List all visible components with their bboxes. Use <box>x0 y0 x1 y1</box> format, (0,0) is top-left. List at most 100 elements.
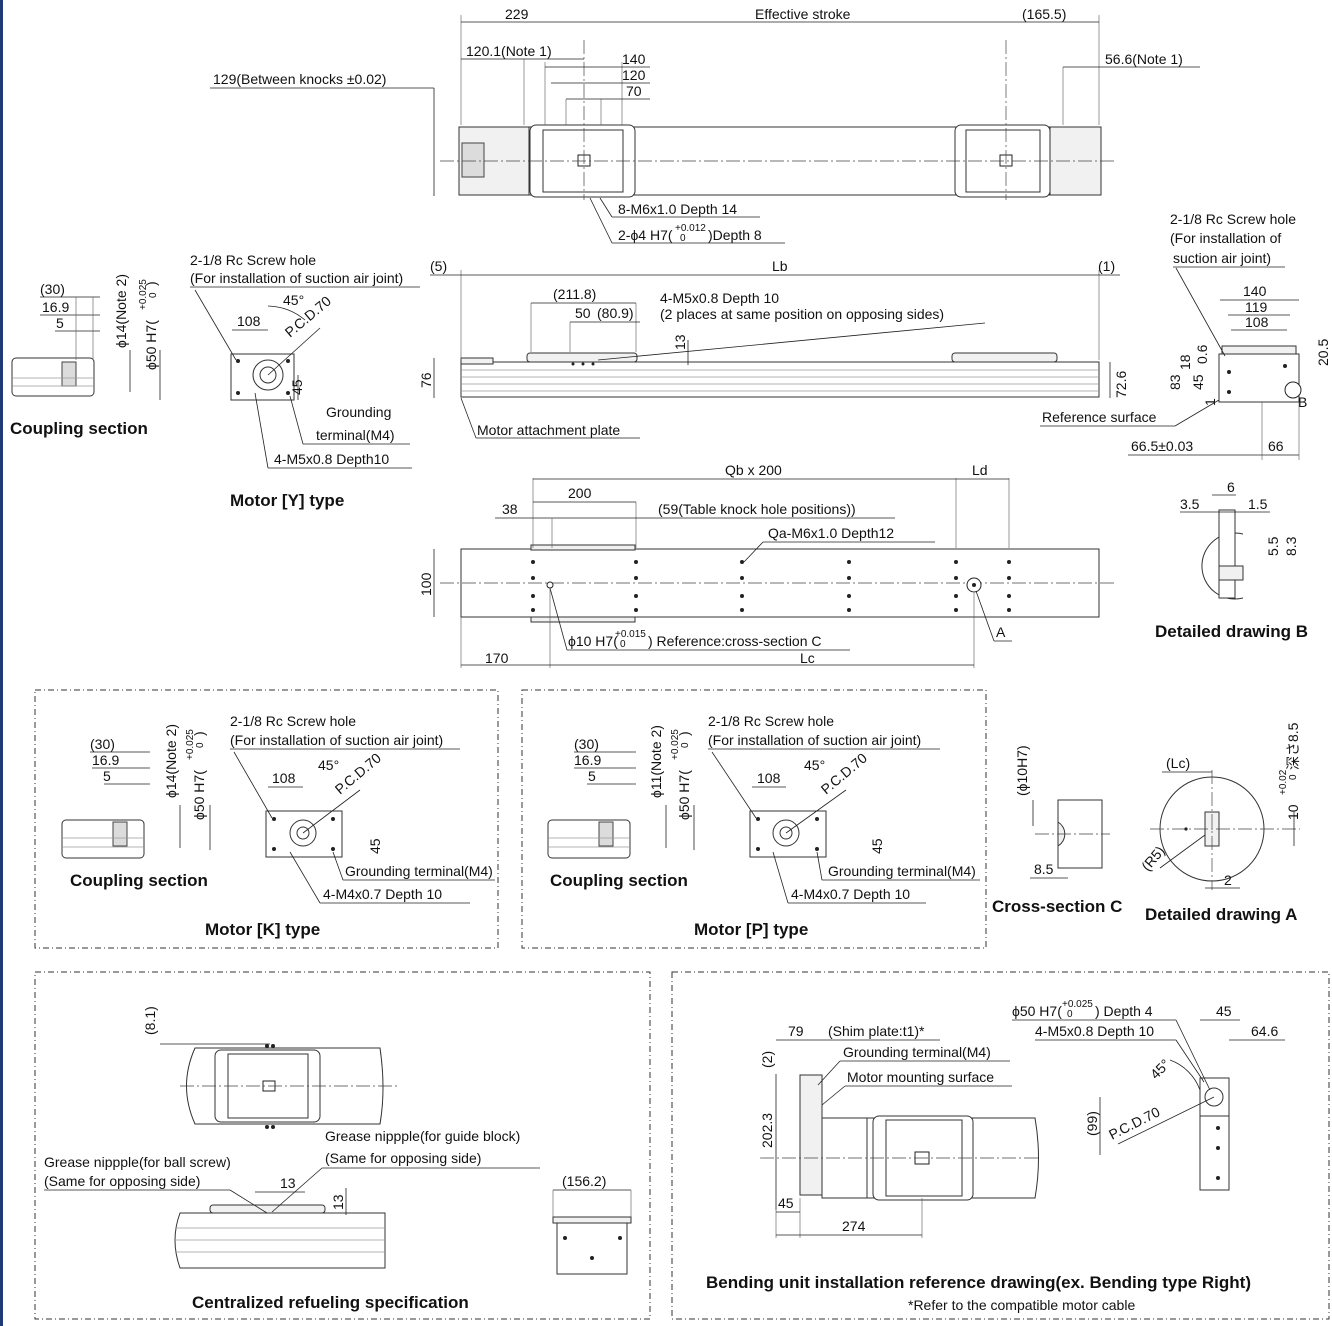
coupling-y: (30) 16.9 5 ϕ14(Note 2) ϕ50 H7( +0.025 0… <box>10 274 161 438</box>
hole <box>531 594 535 598</box>
arc-45 <box>267 305 306 321</box>
dim-phi10: (ϕ10H7) <box>1014 745 1030 796</box>
coupling-body <box>11 357 95 397</box>
leader-phi50 <box>1175 1019 1211 1091</box>
dim-18: 18 <box>1177 354 1193 370</box>
hole <box>634 576 638 580</box>
leader-ref-2 <box>1174 399 1220 427</box>
dim-1: 1 <box>1202 398 1218 406</box>
note-ground: Grounding terminal(M4) <box>828 863 976 879</box>
bottom-view: Qb x 200 Ld 200 38 (59(Table knock hole … <box>418 462 1115 668</box>
caption-motor-k: Motor [K] type <box>205 920 320 939</box>
bending-frame <box>671 971 1330 1320</box>
dim-20-5: 20.5 <box>1315 339 1331 366</box>
leader-m4 <box>289 851 321 904</box>
caption-refuel: Centralized refueling specification <box>192 1293 469 1312</box>
note-m5: 4-M5x0.8 Depth10 <box>274 451 389 467</box>
side-view: (5) Lb (1) (211.8) 50 (80.9) 4-M5x0.8 De… <box>418 258 1129 439</box>
leader-ground <box>817 1060 841 1086</box>
caption-motor-p: Motor [P] type <box>694 920 808 939</box>
note-screw-hole-2: (For installation of <box>1170 230 1281 246</box>
tol-plus: +0.025 <box>138 279 149 310</box>
hole <box>1216 1146 1220 1150</box>
leader-screw <box>1175 267 1226 357</box>
caption-cross-c: Cross-section C <box>992 897 1122 916</box>
note-ground: Grounding terminal(M4) <box>843 1044 991 1060</box>
detail-b-step <box>1218 565 1244 581</box>
hole <box>847 608 851 612</box>
note-screw-hole: 2-1/8 Rc Screw hole <box>708 713 834 729</box>
tol-zero: 0 <box>195 742 206 748</box>
dim-16-9: 16.9 <box>92 752 119 768</box>
hole <box>634 594 638 598</box>
arc-45 <box>1169 1059 1201 1091</box>
dim-120-1: 120.1(Note 1) <box>466 43 552 59</box>
leader-r5 <box>1159 834 1206 869</box>
hole <box>740 594 744 598</box>
dim-5: 5 <box>588 768 596 784</box>
dim-170: 170 <box>485 650 509 666</box>
note-screw-hole: 2-1/8 Rc Screw hole <box>230 713 356 729</box>
note-phi4-post: )Depth 8 <box>708 227 762 243</box>
dim-6: 6 <box>1227 479 1235 495</box>
hole <box>272 817 276 821</box>
grease-nipple <box>271 1044 275 1048</box>
dim-45: 45 <box>869 838 885 854</box>
dim-lc: Lc <box>800 650 815 666</box>
bending-motor <box>799 1074 823 1196</box>
bottom-view-holes <box>531 560 1011 612</box>
leader-pcd <box>302 789 361 834</box>
leader-m4 <box>772 851 789 904</box>
dim-38: 38 <box>502 501 518 517</box>
note-shim: (Shim plate:t1)* <box>828 1023 925 1039</box>
dim-200: 200 <box>568 485 592 501</box>
dim-83: 83 <box>1167 374 1183 390</box>
dim-72-6: 72.6 <box>1113 371 1129 398</box>
leader-ground <box>289 395 304 445</box>
dim-13a: 13 <box>280 1175 296 1191</box>
note-grease-screw: Grease nippple(for ball screw) <box>44 1154 231 1170</box>
note-phi4: 2-ϕ4 H7( <box>618 227 673 243</box>
hole <box>847 560 851 564</box>
dim-45: 45 <box>289 379 305 395</box>
note-phi50-post: ) Depth 4 <box>1095 1003 1153 1019</box>
end-view: 2-1/8 Rc Screw hole (For installation of… <box>1040 211 1331 460</box>
hole <box>954 594 958 598</box>
note-screw-hole: 2-1/8 Rc Screw hole <box>1170 211 1296 227</box>
hole <box>756 817 760 821</box>
tol-zero: 0 <box>620 639 626 650</box>
hole <box>954 560 958 564</box>
refuel-end-table <box>552 1216 632 1224</box>
dim-119: 119 <box>1245 299 1268 315</box>
dim-10: 10 <box>1285 804 1301 820</box>
hole <box>331 817 335 821</box>
dim-108: 108 <box>272 770 296 786</box>
tol-zero: 0 <box>1067 1009 1073 1020</box>
leader-ground <box>332 851 344 881</box>
dim-13: 13 <box>672 334 688 350</box>
detail-a-dot <box>1184 827 1188 831</box>
note-m5-2: (2 places at same position on opposing s… <box>660 306 944 322</box>
dim-phi14: ϕ14(Note 2) <box>113 274 129 348</box>
page-frame-line <box>0 0 3 1326</box>
detail-b-slot <box>1218 509 1236 599</box>
motor-y-view: 2-1/8 Rc Screw hole (For installation of… <box>190 252 420 510</box>
dim-156-2: (156.2) <box>562 1173 606 1189</box>
side-view-motor-plate <box>460 357 494 365</box>
caption-coupling-y: Coupling section <box>10 419 148 438</box>
hole <box>531 576 535 580</box>
leader-mount <box>821 1085 846 1106</box>
hole-mark <box>571 362 575 366</box>
dim-1: (1) <box>1098 258 1115 274</box>
end-view-hole-b <box>1284 381 1302 399</box>
tol-zero: 0 <box>148 292 159 298</box>
note-screw-hole-2: (For installation of suction air joint) <box>190 270 403 286</box>
dim-100: 100 <box>418 572 434 596</box>
hole <box>740 608 744 612</box>
dim-5: (5) <box>430 258 447 274</box>
hole <box>236 391 240 395</box>
tol-close: ) <box>143 281 159 286</box>
hole <box>815 847 819 851</box>
coupling-part <box>598 821 614 847</box>
note-screw-hole: 2-1/8 Rc Screw hole <box>190 252 316 268</box>
